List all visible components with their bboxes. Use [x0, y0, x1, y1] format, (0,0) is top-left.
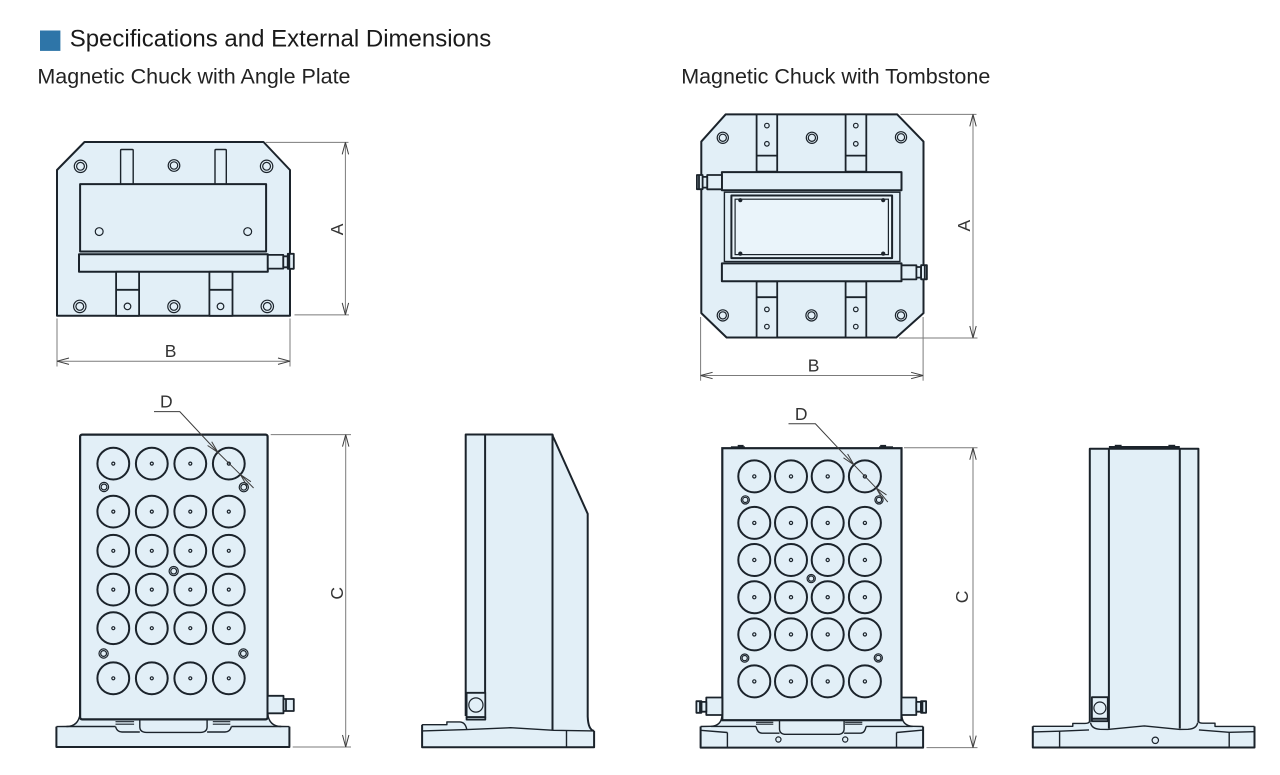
svg-text:C: C — [327, 587, 347, 600]
svg-text:B: B — [165, 341, 177, 361]
svg-text:B: B — [808, 355, 820, 375]
svg-text:Magnetic Chuck with Angle Plat: Magnetic Chuck with Angle Plate — [37, 64, 350, 88]
svg-text:C: C — [952, 591, 972, 604]
svg-text:Specifications and External Di: Specifications and External Dimensions — [70, 26, 492, 53]
svg-text:D: D — [160, 391, 173, 411]
svg-text:Magnetic Chuck with Tombstone: Magnetic Chuck with Tombstone — [681, 64, 990, 88]
svg-text:A: A — [954, 220, 974, 232]
svg-text:A: A — [327, 223, 347, 235]
svg-text:D: D — [795, 404, 808, 424]
